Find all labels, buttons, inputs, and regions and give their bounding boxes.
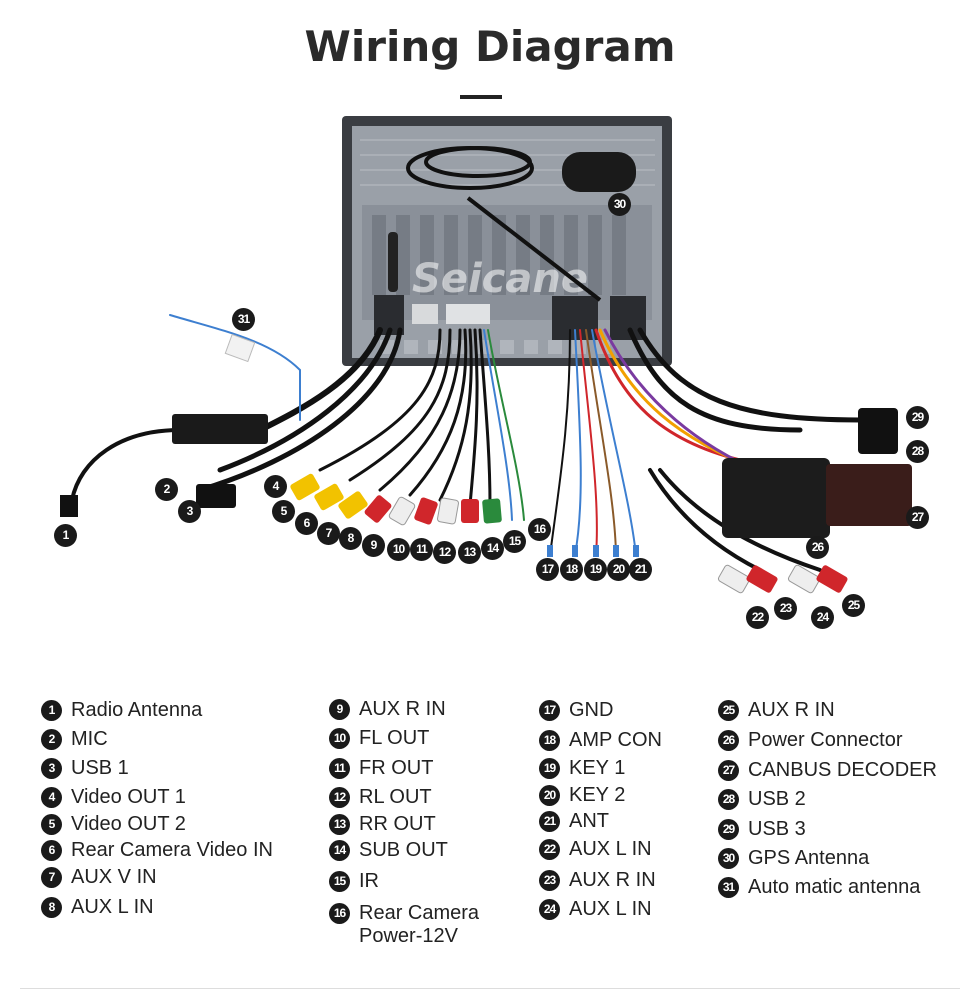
callout-2: 2 xyxy=(155,478,178,501)
callout-3: 3 xyxy=(178,500,201,523)
callout-25: 25 xyxy=(842,594,865,617)
callout-24: 24 xyxy=(811,606,834,629)
pin-connectors xyxy=(547,545,639,557)
callout-26: 26 xyxy=(806,536,829,559)
callout-20: 20 xyxy=(607,558,630,581)
callout-14: 14 xyxy=(481,537,504,560)
page-title: Wiring Diagram xyxy=(304,22,676,71)
callout-30: 30 xyxy=(608,193,631,216)
callout-5: 5 xyxy=(272,500,295,523)
gps-puck xyxy=(562,152,636,192)
callout-12: 12 xyxy=(433,541,456,564)
callout-11: 11 xyxy=(410,538,433,561)
callout-10: 10 xyxy=(387,538,410,561)
wiring-photo: Seicane xyxy=(60,116,912,594)
callout-18: 18 xyxy=(560,558,583,581)
callout-19: 19 xyxy=(584,558,607,581)
title-underline xyxy=(460,95,502,99)
callout-6: 6 xyxy=(295,512,318,535)
callout-23: 23 xyxy=(774,597,797,620)
callout-16: 16 xyxy=(528,518,551,541)
callout-1: 1 xyxy=(54,524,77,547)
callout-9: 9 xyxy=(362,534,385,557)
callout-29: 29 xyxy=(906,406,929,429)
callout-13: 13 xyxy=(458,541,481,564)
callout-21: 21 xyxy=(629,558,652,581)
callout-15: 15 xyxy=(503,530,526,553)
callout-27: 27 xyxy=(906,506,929,529)
gps-antenna xyxy=(406,146,602,302)
callout-22: 22 xyxy=(746,606,769,629)
callout-28: 28 xyxy=(906,440,929,463)
misc-parts xyxy=(60,333,912,538)
rca-connectors xyxy=(290,473,848,594)
callout-8: 8 xyxy=(339,527,362,550)
callout-31: 31 xyxy=(232,308,255,331)
bottom-divider xyxy=(20,988,960,989)
callout-17: 17 xyxy=(536,558,559,581)
callout-7: 7 xyxy=(317,522,340,545)
watermark: Seicane xyxy=(412,256,588,302)
callout-4: 4 xyxy=(264,475,287,498)
